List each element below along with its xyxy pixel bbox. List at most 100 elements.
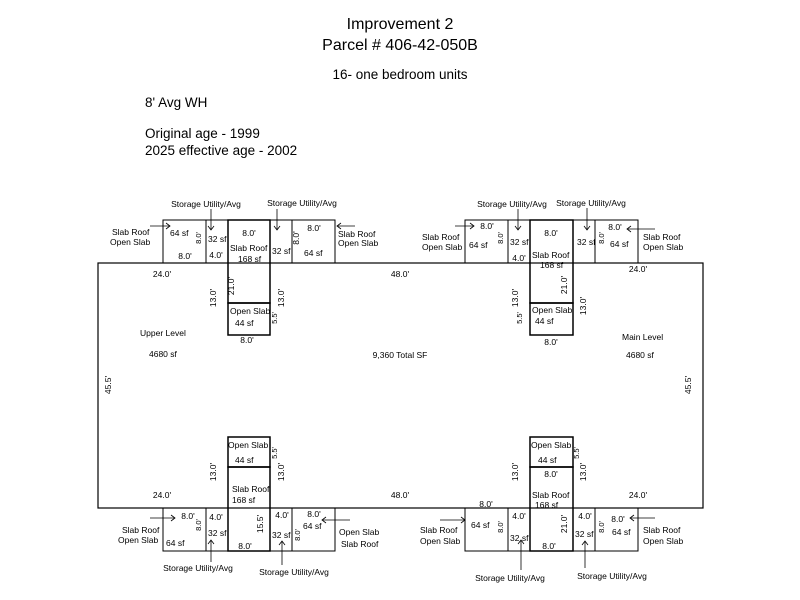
area-label: 168 sf xyxy=(232,495,256,505)
storage-label: Storage Utility/Avg xyxy=(163,563,233,573)
dim-label: 13.0' xyxy=(208,463,218,482)
dim-label: 21.0' xyxy=(559,515,569,534)
area-label: 32 sf xyxy=(272,530,291,540)
wall-height-note: 8' Avg WH xyxy=(145,95,208,110)
dim-label: 8.0' xyxy=(181,511,195,521)
dim-label: 8.0' xyxy=(242,228,256,238)
open-slab-label: Open Slab xyxy=(338,238,378,248)
slab-roof-label: Slab Roof xyxy=(112,227,150,237)
dim-label: 8.0' xyxy=(194,519,203,531)
storage-label: Storage Utility/Avg xyxy=(171,199,241,209)
dim-label: 13.0' xyxy=(276,289,286,308)
dim-label: 8.0' xyxy=(544,228,558,238)
slab-roof-label: Slab Roof xyxy=(532,250,570,260)
dim-label: 13.0' xyxy=(276,463,286,482)
area-label: 168 sf xyxy=(238,254,262,264)
main-width-dim: 24.0' xyxy=(629,264,648,274)
main-width-dim: 24.0' xyxy=(153,490,172,500)
area-label: 32 sf xyxy=(208,528,227,538)
dim-label: 8.0' xyxy=(496,232,505,244)
dim-label: 5.5' xyxy=(515,312,524,324)
area-label: 32 sf xyxy=(272,246,291,256)
dim-label: 5.5' xyxy=(270,447,279,459)
dim-label: 8.0' xyxy=(178,251,192,261)
dim-label: 13.0' xyxy=(208,289,218,308)
dim-label: 8.0' xyxy=(307,223,321,233)
slab-roof-label: Slab Roof xyxy=(232,484,270,494)
slab-roof-label: Slab Roof xyxy=(643,525,681,535)
dim-label: 21.0' xyxy=(226,277,236,296)
cluster-bottom-left xyxy=(162,436,336,552)
open-slab-label: Open Slab xyxy=(643,242,683,252)
upper-level-label: Upper Level xyxy=(140,328,186,338)
effective-age-note: 2025 effective age - 2002 xyxy=(145,143,298,158)
main-width-dim: 24.0' xyxy=(153,269,172,279)
dim-label: 8.0' xyxy=(611,514,625,524)
dim-label: 8.0' xyxy=(194,232,203,244)
open-slab-box xyxy=(227,302,271,336)
open-slab-label: Open Slab xyxy=(110,237,150,247)
dim-label: 15.5' xyxy=(255,515,265,534)
main-width-dim: 24.0' xyxy=(629,490,648,500)
area-label: 32 sf xyxy=(510,237,529,247)
area-label: 32 sf xyxy=(510,533,529,543)
open-slab-label: Open Slab xyxy=(118,535,158,545)
dim-label: 8.0' xyxy=(597,521,606,533)
slab-roof-open-slab-box xyxy=(291,219,336,264)
area-label: 32 sf xyxy=(575,529,594,539)
slab-roof-label: Slab Roof xyxy=(532,490,570,500)
area-label: 168 sf xyxy=(540,260,564,270)
main-width-dim: 48.0' xyxy=(391,490,410,500)
open-slab-label: Open Slab xyxy=(230,306,270,316)
dim-label: 4.0' xyxy=(209,512,223,522)
storage-label: Storage Utility/Avg xyxy=(477,199,547,209)
dim-label: 5.5' xyxy=(572,447,581,459)
dim-label: 4.0' xyxy=(512,511,526,521)
storage-label: Storage Utility/Avg xyxy=(577,571,647,581)
area-label: 44 sf xyxy=(535,316,554,326)
dim-label: 4.0' xyxy=(578,511,592,521)
area-label: 44 sf xyxy=(538,455,557,465)
dim-label: 13.0' xyxy=(578,463,588,482)
main-depth-dim: 45.5' xyxy=(103,376,113,395)
slab-roof-label: Slab Roof xyxy=(422,232,460,242)
area-label: 64 sf xyxy=(610,239,629,249)
slab-roof-open-slab-box xyxy=(594,219,639,264)
main-building-outline xyxy=(97,262,704,509)
area-label: 168 sf xyxy=(535,500,559,510)
slab-roof-label: Slab Roof xyxy=(230,243,268,253)
slab-roof-open-slab-box xyxy=(594,507,639,552)
dim-label: 8.0' xyxy=(307,509,321,519)
area-label: 64 sf xyxy=(170,228,189,238)
open-slab-label: Open Slab xyxy=(228,440,268,450)
open-slab-label: Open Slab xyxy=(531,440,571,450)
dim-label: 8.0' xyxy=(496,521,505,533)
main-width-dim: 48.0' xyxy=(391,269,410,279)
storage-label: Storage Utility/Avg xyxy=(259,567,329,577)
open-slab-label: Open Slab xyxy=(422,242,462,252)
dim-label: 8.0' xyxy=(597,232,606,244)
main-level-label: Main Level xyxy=(622,332,663,342)
slab-roof-label: Slab Roof xyxy=(338,229,376,239)
cluster-top-left xyxy=(162,219,336,336)
leader-arrows xyxy=(150,208,655,570)
dim-label: 8.0' xyxy=(608,222,622,232)
slab-roof-label: Slab Roof xyxy=(420,525,458,535)
main-depth-dim: 45.5' xyxy=(683,376,693,395)
dim-label: 8.0' xyxy=(542,541,556,551)
slab-roof-label: Slab Roof xyxy=(122,525,160,535)
area-label: 32 sf xyxy=(208,234,227,244)
dim-label: 21.0' xyxy=(559,276,569,295)
dim-label: 4.0' xyxy=(209,250,223,260)
open-slab-label: Open Slab xyxy=(420,536,460,546)
dim-label: 13.0' xyxy=(578,297,588,316)
area-label: 64 sf xyxy=(612,527,631,537)
cluster-bottom-right xyxy=(464,436,639,552)
area-label: 64 sf xyxy=(304,248,323,258)
unit-count: 16- one bedroom units xyxy=(332,67,468,82)
main-level-area: 4680 sf xyxy=(626,350,655,360)
area-label: 64 sf xyxy=(471,520,490,530)
area-label: 64 sf xyxy=(303,521,322,531)
dim-label: 8.0' xyxy=(479,499,493,509)
dim-label: 8.0' xyxy=(544,469,558,479)
